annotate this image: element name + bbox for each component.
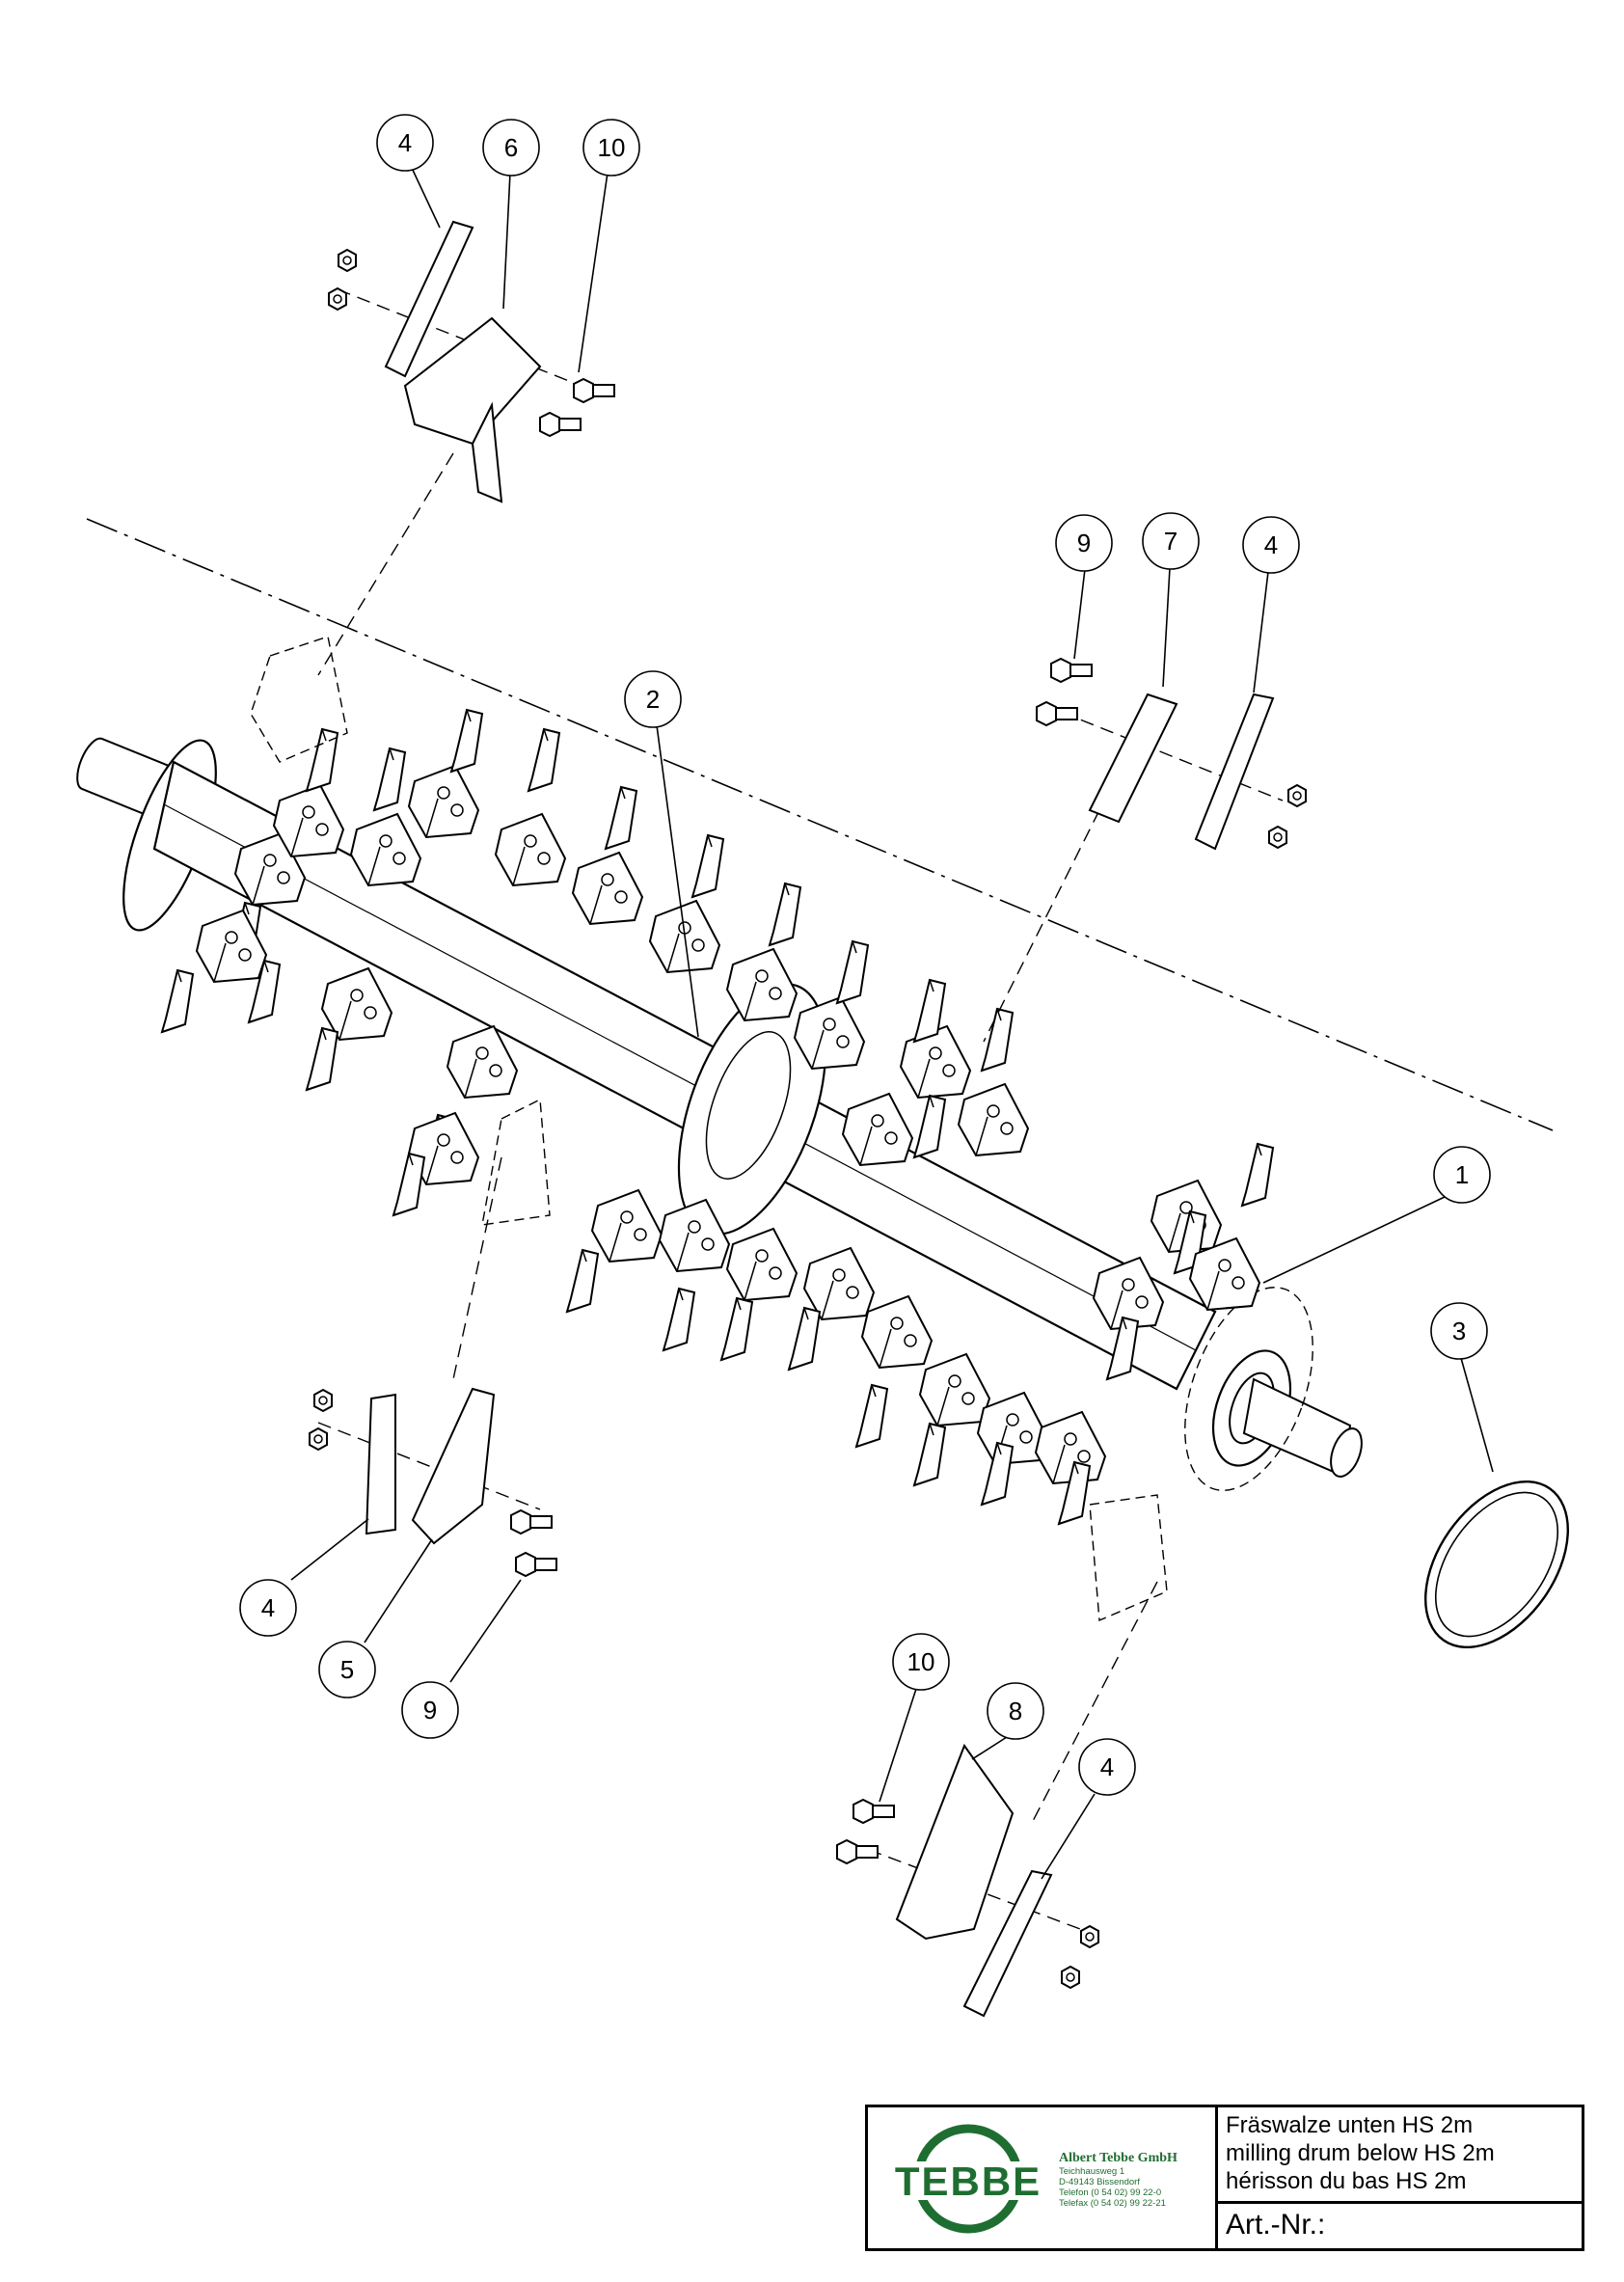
title-english: milling drum below HS 2m [1226, 2140, 1495, 2166]
center-axis-line [86, 518, 1554, 1131]
right-shaft-end [1184, 1287, 1363, 1491]
svg-text:7: 7 [1164, 527, 1177, 556]
company-street: Teichhausweg 1 [1059, 2166, 1125, 2177]
callout-4-bottom-right: 4 [1078, 1738, 1136, 1796]
svg-text:4: 4 [398, 128, 412, 157]
svg-text:10: 10 [598, 133, 626, 162]
svg-text:3: 3 [1452, 1317, 1466, 1345]
svg-text:9: 9 [1077, 529, 1091, 557]
callout-7: 7 [1142, 512, 1200, 570]
company-city: D-49143 Bissendorf [1059, 2177, 1140, 2187]
exploded-group-top-right [1036, 658, 1307, 851]
callout-10-bottom: 10 [892, 1633, 950, 1691]
svg-text:6: 6 [504, 133, 518, 162]
callout-2: 2 [624, 670, 682, 728]
article-number-label: Art.-Nr.: [1226, 2209, 1326, 2241]
title-german: Fräswalze unten HS 2m [1226, 2112, 1474, 2138]
callout-1: 1 [1433, 1146, 1491, 1204]
svg-text:1: 1 [1455, 1160, 1469, 1189]
leader-lines [290, 165, 1494, 1880]
svg-text:10: 10 [907, 1647, 935, 1676]
company-name: Albert Tebbe GmbH [1059, 2151, 1177, 2165]
company-info: Albert Tebbe GmbH Teichhausweg 1 D-49143… [1059, 2150, 1213, 2209]
title-block: TEBBE Albert Tebbe GmbH Teichhausweg 1 D… [865, 2105, 1584, 2251]
svg-text:4: 4 [1100, 1752, 1114, 1781]
svg-text:2: 2 [646, 685, 660, 714]
exploded-group-bottom-left [309, 1387, 557, 1577]
callout-6: 6 [482, 119, 540, 177]
svg-text:4: 4 [261, 1593, 275, 1622]
callout-3: 3 [1430, 1302, 1488, 1360]
title-french: hérisson du bas HS 2m [1226, 2168, 1467, 2194]
svg-text:TEBBE: TEBBE [895, 2159, 1042, 2204]
company-phone: Telefon (0 54 02) 99 22-0 [1059, 2187, 1162, 2198]
exploded-group-bottom-right [836, 1743, 1099, 2018]
callout-4-top-right: 4 [1242, 516, 1300, 574]
callout-8: 8 [987, 1682, 1044, 1740]
callout-10-top: 10 [582, 119, 640, 177]
svg-text:5: 5 [340, 1655, 354, 1684]
svg-text:9: 9 [423, 1696, 437, 1725]
ghost-holders [250, 636, 1168, 1622]
company-logo-area: TEBBE Albert Tebbe GmbH Teichhausweg 1 D… [868, 2107, 1218, 2248]
svg-text:4: 4 [1264, 530, 1278, 559]
explosion-lines [317, 288, 1284, 1930]
exploded-group-top-left [328, 220, 615, 503]
company-fax: Telefax (0 54 02) 99 22-21 [1059, 2198, 1166, 2209]
callout-4-top-left: 4 [376, 114, 434, 172]
tebbe-logo: TEBBE [878, 2124, 1059, 2234]
svg-text:8: 8 [1009, 1697, 1022, 1725]
callout-9-bottom: 9 [401, 1681, 459, 1739]
callout-9-top: 9 [1055, 514, 1113, 572]
ring-washer [1423, 1480, 1570, 1649]
callout-4-bottom-left: 4 [239, 1579, 297, 1637]
callout-5: 5 [318, 1641, 376, 1698]
drawing-titles: Fräswalze unten HS 2m milling drum below… [1218, 2107, 1582, 2204]
